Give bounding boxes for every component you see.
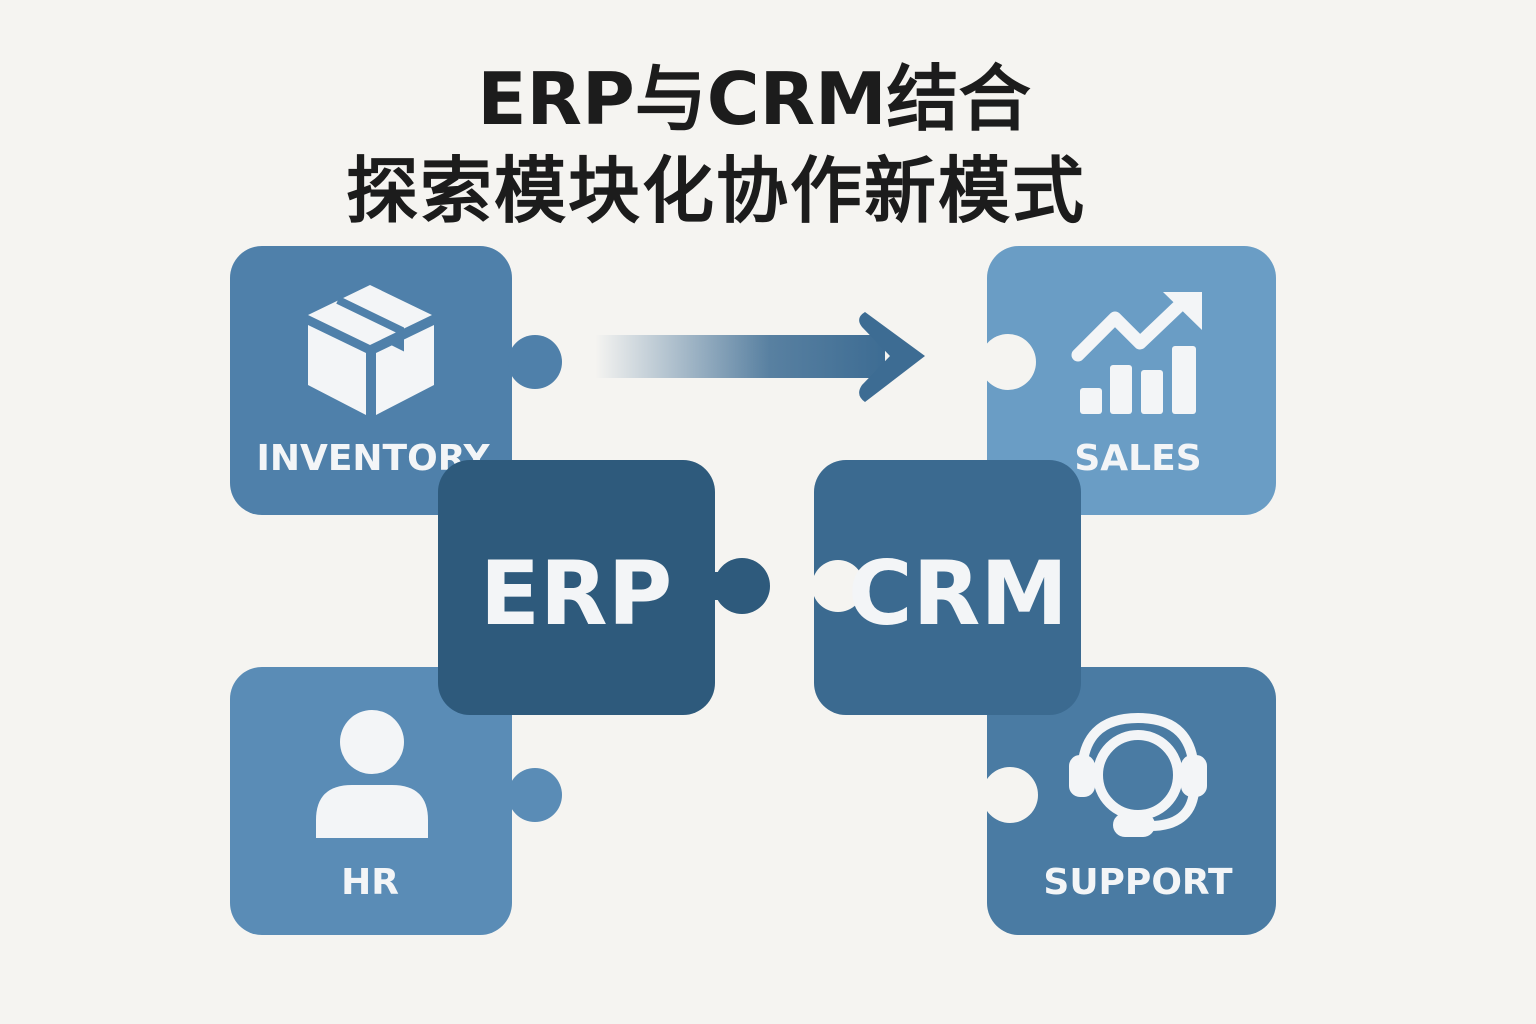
hr-piece: HR [230, 667, 562, 935]
headset-icon [1069, 712, 1207, 837]
title-line-2: 探索模块化协作新模式 [345, 149, 1086, 233]
sales-piece: SALES [980, 246, 1276, 515]
erp-piece: ERP [438, 460, 770, 715]
erp-label: ERP [480, 542, 672, 645]
sales-label: SALES [1074, 438, 1201, 479]
inventory-piece: INVENTORY [230, 246, 562, 515]
bar-chart-trend-icon [1071, 292, 1202, 414]
crm-label: CRM [848, 542, 1068, 645]
person-icon [316, 710, 428, 838]
hr-label: HR [341, 862, 399, 903]
crm-piece: CRM [812, 460, 1081, 715]
support-piece: SUPPORT [982, 667, 1276, 935]
arrow-right-icon [595, 312, 925, 402]
title-line-1: ERP与CRM结合 [477, 57, 1031, 141]
support-label: SUPPORT [1043, 862, 1233, 903]
